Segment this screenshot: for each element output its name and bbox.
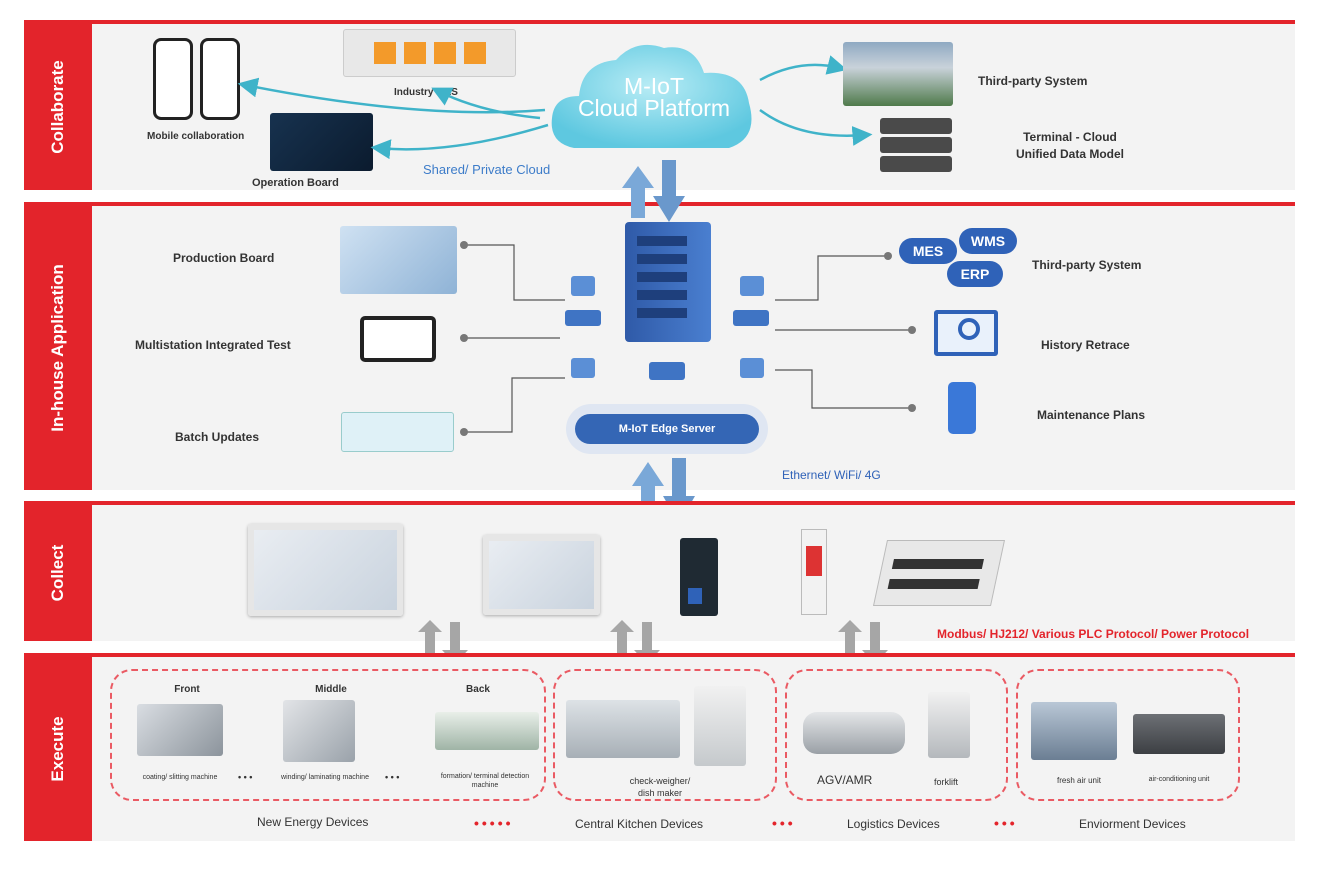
fresh-air-unit-image [1031,702,1117,760]
agv-robot-image [803,712,905,754]
gateway-device-icon [680,538,718,616]
air-conditioning-unit-image [1133,714,1225,754]
collaborate-arrows [237,55,873,160]
cloud-type-label: Shared/ Private Cloud [423,162,551,177]
checkweigher-label-line1: check-weigher/ [629,776,691,786]
forklift-image [928,692,970,758]
inhouse-connectors [460,241,916,436]
edge-node-icon [565,310,601,326]
edge-node-icon [571,276,595,296]
central-kitchen-group [553,669,777,801]
wms-pill: WMS [959,228,1017,254]
edge-node-icon [571,358,595,378]
maintenance-plans-label: Maintenance Plans [1037,408,1146,422]
dish-maker-image [694,686,746,766]
edge-node-icon [740,276,764,296]
coating-machine-image [137,704,223,756]
collect-band: Collect [24,501,1295,641]
middle-label: Middle [315,684,347,695]
ellipsis-2: • • • [385,772,400,782]
tablet-image [360,316,436,362]
category-central-kitchen: Central Kitchen Devices [575,817,704,831]
checkweigher-image [566,700,680,758]
category-logistics: Logistics Devices [847,817,940,831]
terminal-cloud-line2: Unified Data Model [1015,147,1124,161]
ellipsis-1: • • • [238,772,253,782]
collaborate-label: Collaborate [24,24,92,190]
cloud-icon [551,44,752,148]
separator-dots: ••••• [474,815,514,831]
cloud-title-line2: Cloud Platform [577,95,731,121]
hmi-panel-large-image [248,524,403,616]
batch-updates-label: Batch Updates [175,430,260,444]
formation-label-line2: machine [471,782,499,789]
mobile-phone-icon [153,38,193,120]
history-retrace-label: History Retrace [1041,338,1130,352]
category-new-energy: New Energy Devices [257,815,369,829]
category-environment: Enviorment Devices [1079,817,1186,831]
coating-label: coating/ slitting machine [142,774,218,781]
erp-pill: ERP [947,261,1003,287]
mobile-phone-icon [200,38,240,120]
industry-mes-image [343,29,516,77]
factory-aerial-image [843,42,953,106]
collect-label: Collect [24,505,92,641]
checkweigher-label-line2: dish maker [637,788,682,798]
environment-group [1016,669,1240,801]
batch-table-image [341,412,454,452]
front-label: Front [174,684,200,695]
maintenance-phone-icon [948,382,976,434]
mes-pill: MES [899,238,957,264]
history-monitor-icon [934,310,998,356]
production-board-label: Production Board [173,251,275,265]
plc-module-icon [801,529,827,615]
third-party-system-label: Third-party System [978,74,1088,88]
cloud-title-line1: M-IoT [623,73,685,99]
hmi-panel-small-image [483,535,600,615]
separator-dots: ••• [772,815,796,831]
execute-label: Execute [24,657,92,841]
multistation-label: Multistation Integrated Test [135,338,291,352]
new-energy-group [110,669,546,801]
edge-node-icon [733,310,769,326]
fresh-air-label: fresh air unit [1056,776,1102,785]
mobile-collaboration-label: Mobile collaboration [147,131,245,142]
aircon-label: air-conditioning unit [1148,776,1210,783]
back-label: Back [466,684,490,695]
server-rack-icon [880,118,952,172]
io-module-icon [872,540,1006,606]
formation-machine-image [435,712,539,750]
forklift-label: forklift [934,777,959,787]
inhouse-third-party-label: Third-party System [1032,258,1142,272]
edge-server-label: M-IoT Edge Server [575,414,759,444]
agv-label: AGV/AMR [817,773,873,787]
logistics-group [785,669,1008,801]
industry-mes-label: Industry MES [394,87,458,98]
production-board-image [340,226,457,294]
winding-machine-image [283,700,355,762]
inhouse-label: In-house Application [24,206,92,490]
cloud-edge-arrows [622,160,685,222]
operation-board-label: Operation Board [252,177,339,189]
terminal-cloud-line1: Terminal - Cloud [1023,130,1117,144]
edge-node-icon [740,358,764,378]
operation-board-image [270,113,373,171]
formation-label-line1: formation/ terminal detection [440,773,530,780]
server-tower-icon [625,222,711,342]
protocols-label: Modbus/ HJ212/ Various PLC Protocol/ Pow… [937,627,1250,641]
separator-dots: ••• [994,815,1018,831]
winding-label: winding/ laminating machine [281,774,369,781]
edge-node-icon [649,362,685,380]
network-label: Ethernet/ WiFi/ 4G [782,468,881,482]
